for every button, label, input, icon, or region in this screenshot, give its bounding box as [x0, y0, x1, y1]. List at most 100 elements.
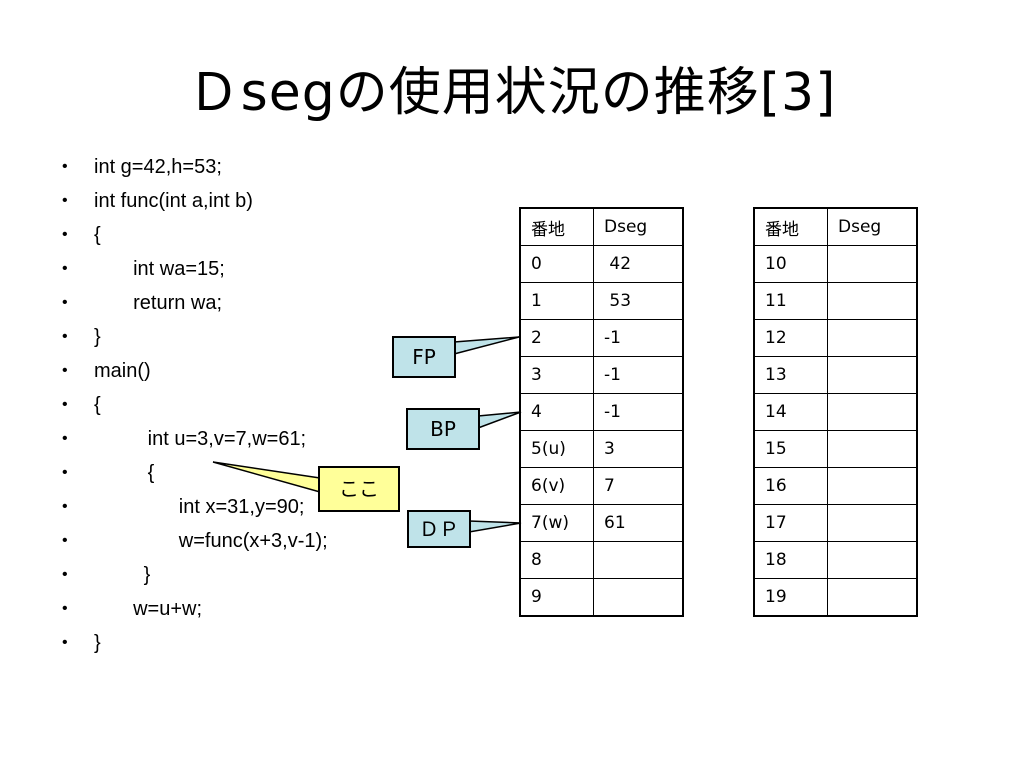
code-line: •}: [62, 322, 101, 352]
code-line: • return wa;: [62, 288, 223, 318]
table-row: 10: [753, 245, 918, 283]
bullet-marker: •: [62, 634, 68, 651]
code-text: return wa;: [122, 292, 223, 314]
address-cell: 8: [519, 541, 594, 579]
code-line: • w=func(x+3,v-1);: [62, 526, 328, 556]
code-text: int u=3,v=7,w=61;: [131, 428, 307, 450]
bullet-marker: •: [62, 498, 68, 515]
table-row: 3-1: [519, 356, 684, 394]
dseg-value-cell: [827, 430, 918, 468]
code-text: int g=42,h=53;: [94, 156, 222, 178]
dseg-value-cell: 42: [593, 245, 684, 283]
table-row: 9: [519, 578, 684, 617]
bullet-marker: •: [62, 260, 68, 277]
bullet-marker: •: [62, 430, 68, 447]
code-text: }: [127, 564, 151, 586]
code-line: • int func(int a,int b): [62, 186, 253, 216]
code-text: main(): [94, 360, 151, 382]
code-line: • int x=31,y=90;: [62, 492, 305, 522]
dseg-value-cell: -1: [593, 356, 684, 394]
dseg-value-cell: -1: [593, 393, 684, 431]
here-callout: ここ: [318, 466, 400, 512]
table-row: 7(w)61: [519, 504, 684, 542]
code-text: int func(int a,int b): [94, 190, 253, 212]
here-label: ここ: [339, 477, 379, 501]
address-cell: 7(w): [519, 504, 594, 542]
bullet-marker: •: [62, 192, 68, 209]
address-cell: 14: [753, 393, 828, 431]
dseg-value-cell: [827, 467, 918, 505]
table-header-row: 番地 Dseg: [519, 207, 684, 246]
bp-callout: BP: [406, 408, 480, 450]
code-text: int wa=15;: [122, 258, 225, 280]
table-row: 8: [519, 541, 684, 579]
dp-callout: ＤＰ: [407, 510, 471, 548]
table-row: 19: [753, 578, 918, 617]
code-text: {: [131, 462, 155, 484]
address-cell: 1: [519, 282, 594, 320]
table-row: 11: [753, 282, 918, 320]
code-text: w=u+w;: [122, 598, 203, 620]
table-row: 12: [753, 319, 918, 357]
address-cell: 5(u): [519, 430, 594, 468]
address-cell: 18: [753, 541, 828, 579]
header-dseg: Dseg: [593, 207, 684, 246]
address-cell: 10: [753, 245, 828, 283]
bullet-marker: •: [62, 396, 68, 413]
dseg-value-cell: [827, 578, 918, 617]
dp-pointer-wedge: [468, 520, 522, 533]
code-line: • {: [62, 458, 155, 488]
address-cell: 2: [519, 319, 594, 357]
table-row: 18: [753, 541, 918, 579]
code-line: • int g=42,h=53;: [62, 152, 222, 182]
dp-label: ＤＰ: [419, 517, 459, 541]
bullet-marker: •: [62, 362, 68, 379]
header-address: 番地: [519, 207, 594, 246]
bp-pointer-wedge: [477, 411, 522, 430]
bp-label: BP: [430, 417, 456, 441]
table-row: 15: [753, 430, 918, 468]
bullet-marker: •: [62, 226, 68, 243]
table-row: 4-1: [519, 393, 684, 431]
table-row: 0 42: [519, 245, 684, 283]
table-row: 2-1: [519, 319, 684, 357]
bullet-marker: •: [62, 566, 68, 583]
code-line: • int u=3,v=7,w=61;: [62, 424, 307, 454]
code-line: • }: [62, 560, 151, 590]
address-cell: 19: [753, 578, 828, 617]
table-row: 17: [753, 504, 918, 542]
bullet-marker: •: [62, 158, 68, 175]
bullet-marker: •: [62, 294, 68, 311]
dseg-value-cell: [827, 541, 918, 579]
dseg-value-cell: [827, 504, 918, 542]
code-line: • main(): [62, 356, 151, 386]
here-pointer-wedge: [212, 461, 321, 493]
dseg-value-cell: [827, 356, 918, 394]
code-text: {: [94, 394, 101, 416]
table-row: 13: [753, 356, 918, 394]
fp-pointer-wedge: [453, 336, 520, 355]
dseg-value-cell: [827, 282, 918, 320]
code-line: •{: [62, 220, 101, 250]
code-text: int x=31,y=90;: [151, 496, 305, 518]
dseg-value-cell: 61: [593, 504, 684, 542]
table-row: 5(u)3: [519, 430, 684, 468]
address-cell: 11: [753, 282, 828, 320]
code-text: w=func(x+3,v-1);: [151, 530, 328, 552]
fp-label: FP: [412, 345, 436, 369]
dseg-value-cell: [593, 541, 684, 579]
code-line: •}: [62, 628, 101, 658]
fp-callout: FP: [392, 336, 456, 378]
dseg-value-cell: -1: [593, 319, 684, 357]
address-cell: 6(v): [519, 467, 594, 505]
code-line: • int wa=15;: [62, 254, 225, 284]
table-row: 1 53: [519, 282, 684, 320]
bullet-marker: •: [62, 464, 68, 481]
table-header-row: 番地 Dseg: [753, 207, 918, 246]
address-cell: 13: [753, 356, 828, 394]
bullet-marker: •: [62, 600, 68, 617]
code-line: •{: [62, 390, 101, 420]
